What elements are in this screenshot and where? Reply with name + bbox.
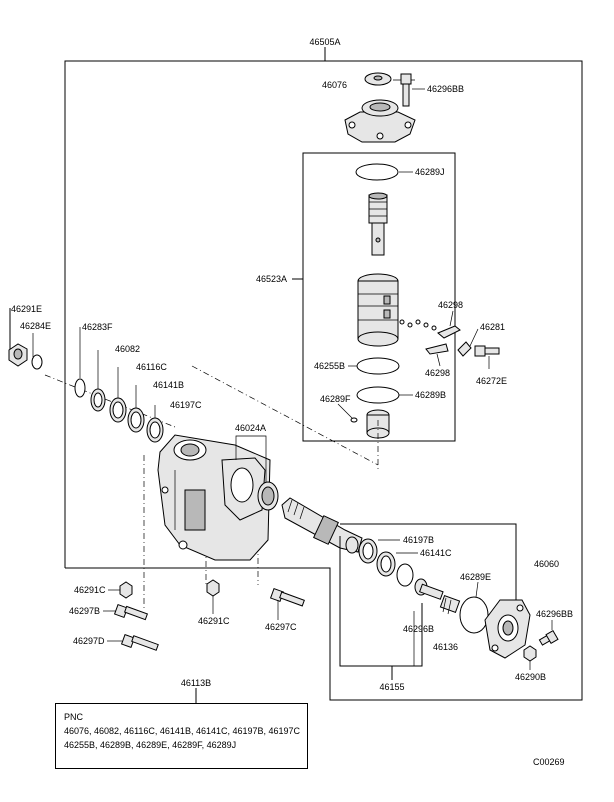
label-46289F: 46289F	[320, 394, 351, 404]
figure-code: C00269	[533, 757, 565, 767]
spring-46136	[439, 594, 461, 615]
label-46272E: 46272E	[476, 376, 507, 386]
label-46076: 46076	[322, 80, 347, 90]
o-ring-46289J	[355, 163, 413, 181]
label-46284E: 46284E	[20, 321, 51, 331]
nut-46290B	[523, 645, 537, 670]
label-46141B: 46141B	[153, 380, 184, 390]
label-46141C: 46141C	[420, 548, 452, 558]
label-46297B: 46297B	[69, 606, 100, 616]
bolt-46296BB-bottom	[538, 620, 559, 646]
seal-46141C-b	[396, 563, 414, 587]
seal-46283F	[74, 327, 86, 398]
label-46136: 46136	[433, 642, 458, 652]
label-46523A: 46523A	[256, 274, 287, 284]
label-46155: 46155	[379, 682, 404, 692]
label-46113B: 46113B	[181, 678, 211, 688]
pinion-shaft	[281, 497, 363, 554]
label-46197C: 46197C	[170, 400, 202, 410]
bearing-46024A	[235, 435, 279, 511]
pnc-line-2: 46255B, 46289B, 46289E, 46289F, 46289J	[64, 740, 237, 750]
label-46289B: 46289B	[415, 390, 446, 400]
valve-housing-46076	[344, 72, 416, 143]
bolt-46272E	[474, 345, 500, 369]
label-46298-b: 46298	[425, 368, 450, 378]
bolt-46297D	[107, 633, 159, 651]
nut-46291C-a	[108, 581, 133, 599]
alignment-lines	[44, 365, 379, 610]
washer-46284E	[31, 333, 43, 370]
label-46281: 46281	[480, 322, 505, 332]
bolt-46297C	[269, 587, 305, 620]
valve-spool	[368, 192, 388, 256]
label-46255B: 46255B	[314, 361, 345, 371]
seal-46116C	[109, 367, 127, 423]
label-46297D: 46297D	[73, 636, 105, 646]
nut-46291C-b	[206, 579, 220, 614]
pnc-box: PNC 46076, 46082, 46116C, 46141B, 46141C…	[55, 703, 308, 769]
label-46296BB-top: 46296BB	[427, 84, 464, 94]
bracket-46155	[339, 536, 423, 680]
check-balls	[399, 319, 437, 331]
gear-housing	[157, 434, 271, 561]
bracket-46060	[340, 523, 517, 602]
seal-46197C	[146, 405, 164, 443]
o-ring-46289B	[356, 386, 413, 404]
bolt-46297B	[103, 603, 149, 621]
seal-46082	[90, 350, 106, 412]
label-46289E: 46289E	[460, 572, 491, 582]
nut-46291E	[8, 308, 28, 367]
o-ring-46289F	[337, 403, 358, 423]
pnc-line-1: 46076, 46082, 46116C, 46141B, 46141C, 46…	[64, 726, 301, 736]
ring-46255B	[348, 357, 400, 375]
seal-46197B	[358, 538, 400, 564]
pnc-title: PNC	[64, 712, 84, 722]
label-46116C: 46116C	[136, 362, 167, 372]
clip-46281	[457, 328, 479, 357]
seal-46141C-a	[376, 551, 418, 577]
assembly-outline-46523A	[292, 152, 456, 442]
label-46298-a: 46298	[438, 300, 463, 310]
label-46291C-a: 46291C	[74, 585, 106, 595]
adjuster-46296B	[414, 578, 444, 600]
label-46296B: 46296B	[403, 624, 434, 634]
seal-46141B	[127, 385, 145, 433]
label-46290B: 46290B	[515, 672, 546, 682]
label-46296BB-bottom: 46296BB	[536, 609, 573, 619]
assembly-outline-46505A	[64, 47, 583, 701]
label-46283F: 46283F	[82, 322, 113, 332]
label-46024A: 46024A	[235, 423, 266, 433]
valve-body	[357, 273, 399, 347]
label-46291C-b: 46291C	[198, 616, 230, 626]
label-46297C: 46297C	[265, 622, 297, 632]
label-46082: 46082	[115, 344, 140, 354]
label-46060: 46060	[534, 559, 559, 569]
bolt-46296BB-top	[400, 73, 425, 107]
label-46291E: 46291E	[11, 304, 42, 314]
label-46505A: 46505A	[309, 37, 340, 47]
part-labels: 46505A 46076 46296BB 46289J 46523A 46298…	[11, 37, 573, 767]
cover-46060	[484, 599, 531, 659]
label-46197B: 46197B	[403, 535, 434, 545]
label-46289J: 46289J	[415, 167, 445, 177]
retainer-46298	[425, 310, 461, 367]
o-ring-46289E	[459, 581, 489, 634]
